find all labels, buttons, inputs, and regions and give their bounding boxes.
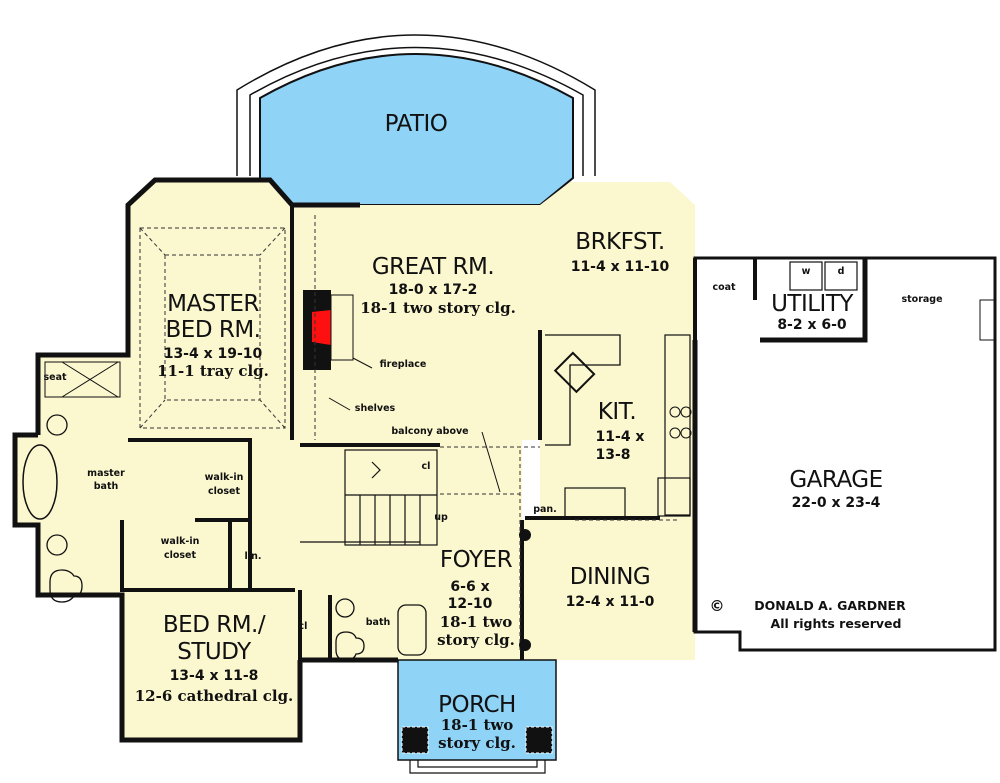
tray-ceiling-inner — [164, 254, 261, 401]
staircase — [344, 449, 438, 546]
master-tub — [22, 444, 58, 520]
master-bath-note-1: master — [87, 468, 125, 479]
foyer-ceiling-1: 18-1 two — [439, 613, 513, 631]
garage-dims: 22-0 x 23-4 — [791, 495, 881, 511]
master-bed-name-1: MASTER — [167, 291, 259, 317]
pantry-note: pan. — [533, 504, 557, 515]
breakfast-floor — [540, 182, 695, 520]
toilet-master — [49, 569, 83, 603]
master-bed-name-2: BED RM. — [165, 317, 261, 343]
refrigerator — [657, 477, 691, 517]
bath-note: bath — [365, 617, 391, 628]
washer — [789, 261, 823, 291]
kitchen-sink — [553, 351, 596, 394]
foyer-name: FOYER — [439, 547, 513, 573]
patio-label: PATIO — [384, 111, 448, 137]
foyer-ceiling-2: story clg. — [437, 631, 515, 649]
garage-storage-door — [979, 299, 995, 341]
study-name-1: BED RM./ — [162, 612, 266, 638]
kitchen-name: KIT. — [597, 399, 637, 425]
closet-study-note: cl — [298, 621, 308, 632]
tray-ceiling-outer — [139, 227, 286, 429]
dining-name: DINING — [569, 564, 651, 590]
walkin1-note-1: walk-in — [204, 472, 244, 483]
great-room-ceiling: 18-1 two story clg. — [360, 299, 516, 317]
hearth — [330, 294, 354, 361]
balcony-note: balcony above — [391, 426, 469, 437]
fireplace-note: fireplace — [379, 359, 427, 370]
bathtub — [397, 604, 427, 656]
kitchen-counter — [664, 334, 691, 516]
shower — [44, 361, 121, 398]
walkin2-note-1: walk-in — [160, 536, 200, 547]
pantry — [564, 487, 626, 519]
great-room-name: GREAT RM. — [371, 254, 495, 280]
garage-name: GARAGE — [789, 467, 883, 493]
bath-bay — [15, 435, 45, 525]
dryer — [824, 261, 858, 291]
study-dims: 13-4 x 11-8 — [169, 668, 259, 684]
sink-2 — [46, 534, 68, 556]
breakfast-dims: 11-4 x 11-10 — [570, 259, 670, 275]
coat-note: coat — [712, 282, 736, 293]
kitchen-dims-2: 13-8 — [595, 447, 631, 463]
copyright-line2: All rights reserved — [770, 616, 902, 631]
patio-inner-rail — [249, 46, 584, 176]
bath-sink — [335, 598, 355, 618]
walkin-closet-1-wall — [195, 438, 252, 522]
dining-dims: 12-4 x 11-0 — [565, 594, 655, 610]
study-name-2: STUDY — [177, 639, 251, 665]
storage-note: storage — [901, 294, 943, 305]
porch-steps — [409, 760, 546, 774]
study-floor — [122, 590, 300, 740]
bath2-floor — [300, 590, 430, 660]
foyer-dims-1: 6-6 x — [450, 579, 490, 595]
breakfast-name: BRKFST. — [575, 229, 665, 255]
bath-bay-wall — [12, 432, 303, 743]
utility-side-wall — [760, 258, 868, 343]
porch-ceiling-2: story clg. — [438, 734, 516, 752]
study-ceiling: 12-6 cathedral clg. — [134, 687, 294, 705]
seat-note: seat — [43, 372, 67, 383]
shelves-note: shelves — [354, 403, 396, 414]
copyright-line1: DONALD A. GARDNER — [754, 598, 906, 613]
fireplace-fire — [312, 310, 331, 345]
up-note: up — [434, 512, 448, 523]
porch-ceiling-1: 18-1 two — [440, 716, 514, 734]
utility-dims: 8-2 x 6-0 — [777, 317, 847, 333]
master-exterior-wall — [35, 177, 294, 435]
master-bed-ceiling: 11-1 tray clg. — [157, 362, 269, 380]
linen-note: lin. — [244, 551, 262, 562]
great-room-dims: 18-0 x 17-2 — [388, 282, 478, 298]
closet-stair-note: cl — [421, 461, 431, 472]
porch-column-right — [525, 726, 553, 754]
porch-column-left — [401, 726, 429, 754]
dryer-note: d — [837, 266, 845, 277]
utility-name: UTILITY — [771, 291, 853, 317]
porch-name: PORCH — [438, 692, 516, 718]
master-bath-floor — [38, 355, 298, 595]
washer-note: w — [801, 266, 811, 277]
master-bath-note-2: bath — [93, 481, 119, 492]
copyright-symbol: © — [709, 597, 725, 615]
walkin2-note-2: closet — [163, 550, 197, 561]
master-bed-dims: 13-4 x 19-10 — [163, 346, 263, 362]
bath-toilet — [335, 631, 365, 661]
kitchen-island — [545, 334, 621, 446]
dining-floor — [522, 520, 695, 660]
foyer-dims-2: 12-10 — [447, 596, 493, 612]
walkin1-note-2: closet — [207, 486, 241, 497]
great-room-floor — [292, 205, 540, 440]
patio-area — [259, 53, 574, 206]
patio-outer-rail — [236, 34, 596, 176]
sink-1 — [46, 414, 68, 436]
kitchen-dims-1: 11-4 x — [595, 429, 645, 445]
